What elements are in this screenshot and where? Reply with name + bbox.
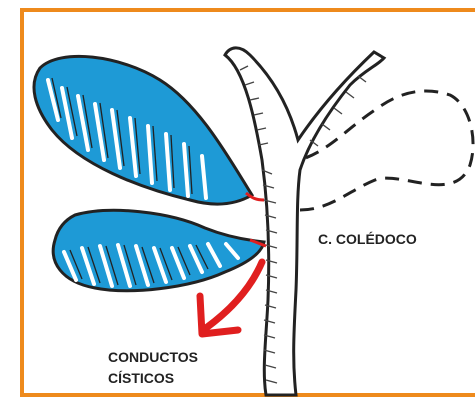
common-duct-label: C. COLÉDOCO [318, 231, 417, 247]
cystic-ducts-label-line2: CÍSTICOS [108, 370, 174, 386]
cystic-ducts-label-line1: CONDUCTOS [108, 349, 198, 365]
